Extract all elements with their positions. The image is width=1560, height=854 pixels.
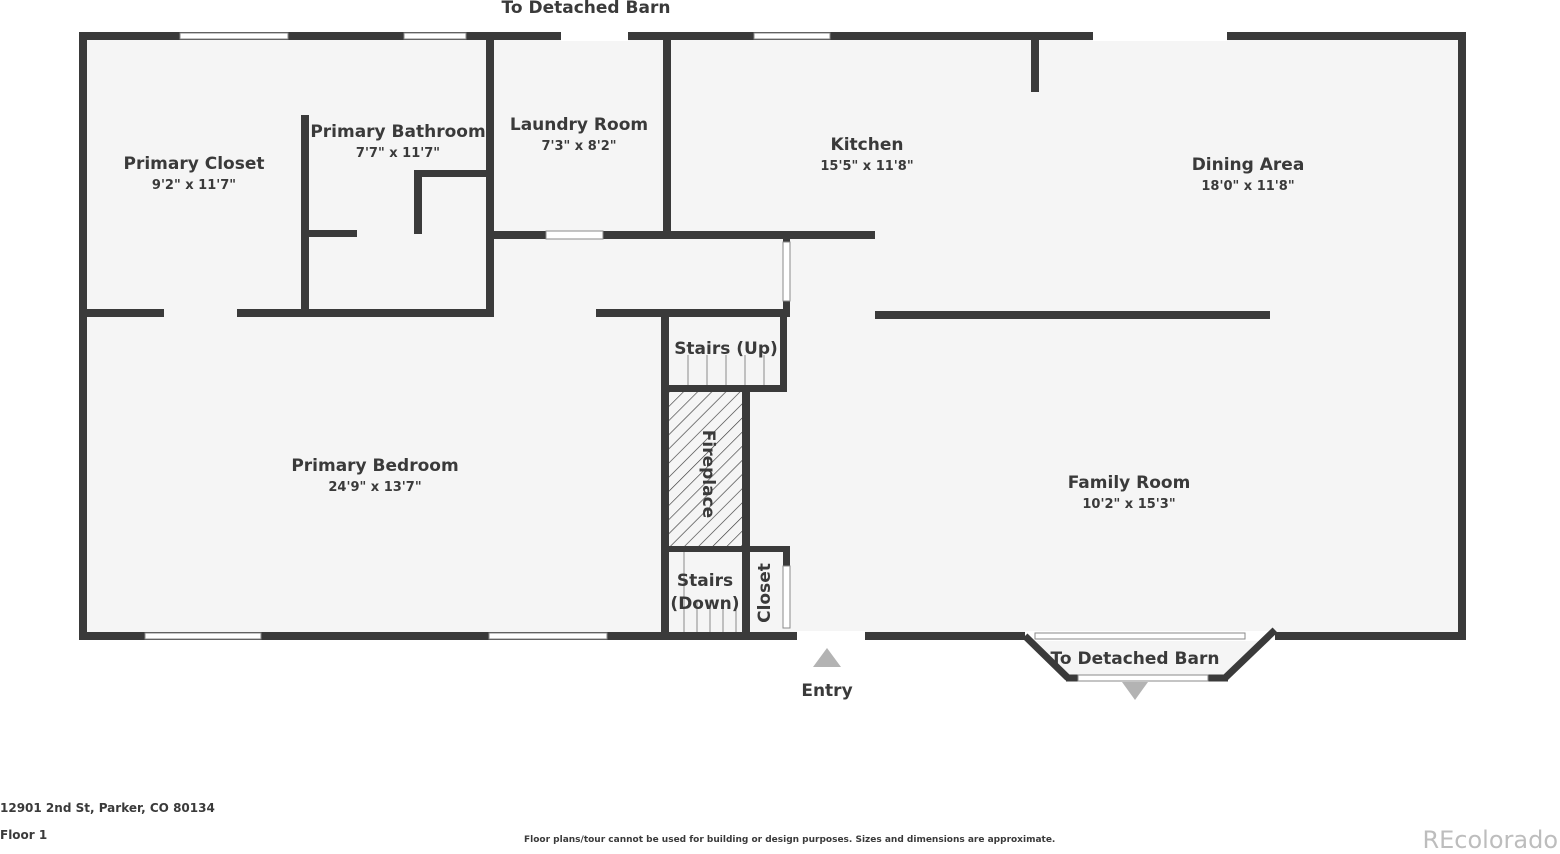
primary-bathroom-dims: 7'7" x 11'7" bbox=[356, 146, 440, 161]
floor-label: Floor 1 bbox=[0, 828, 48, 842]
primary-bathroom-name: Primary Bathroom bbox=[310, 122, 485, 142]
stairs-down-label-1: Stairs bbox=[677, 571, 733, 591]
stairs-up bbox=[669, 317, 780, 385]
dining-area-dims: 18'0" x 11'8" bbox=[1201, 179, 1294, 194]
address-text: 12901 2nd St, Parker, CO 80134 bbox=[0, 801, 215, 815]
kitchen-dims: 15'5" x 11'8" bbox=[820, 159, 913, 174]
bottom-barn-label: To Detached Barn bbox=[1051, 649, 1220, 669]
family-room-dims: 10'2" x 15'3" bbox=[1082, 497, 1175, 512]
primary-bedroom-dims: 24'9" x 13'7" bbox=[328, 480, 421, 495]
stairs-down bbox=[683, 552, 737, 632]
dining-area-name: Dining Area bbox=[1192, 155, 1305, 175]
window-hall bbox=[782, 241, 791, 302]
entry-label: Entry bbox=[801, 681, 852, 701]
barn-arrow-icon bbox=[1122, 682, 1148, 700]
laundry-room-dims: 7'3" x 8'2" bbox=[541, 139, 616, 154]
fireplace-label: Fireplace bbox=[698, 430, 718, 518]
laundry-room-name: Laundry Room bbox=[510, 115, 648, 135]
primary-closet-dims: 9'2" x 11'7" bbox=[152, 178, 236, 193]
primary-closet-name: Primary Closet bbox=[124, 154, 265, 174]
fireplace-hatch bbox=[669, 392, 742, 546]
entry-arrow-icon bbox=[813, 648, 841, 667]
brand-logo: REcolorado bbox=[1422, 826, 1558, 854]
bay-window bbox=[1022, 627, 1278, 682]
closet-label: Closet bbox=[755, 563, 775, 623]
family-room-name: Family Room bbox=[1068, 473, 1191, 493]
top-barn-label: To Detached Barn bbox=[502, 0, 671, 18]
windows bbox=[144, 32, 831, 640]
window-laundry bbox=[545, 230, 604, 240]
stairs-down-label-2: (Down) bbox=[670, 594, 739, 614]
disclaimer-text: Floor plans/tour cannot be used for buil… bbox=[524, 835, 1056, 845]
bay-floor bbox=[1025, 636, 1275, 678]
stairs-up-label: Stairs (Up) bbox=[674, 339, 778, 359]
primary-bedroom-name: Primary Bedroom bbox=[291, 456, 458, 476]
window-closet bbox=[782, 565, 791, 629]
kitchen-name: Kitchen bbox=[831, 135, 904, 155]
